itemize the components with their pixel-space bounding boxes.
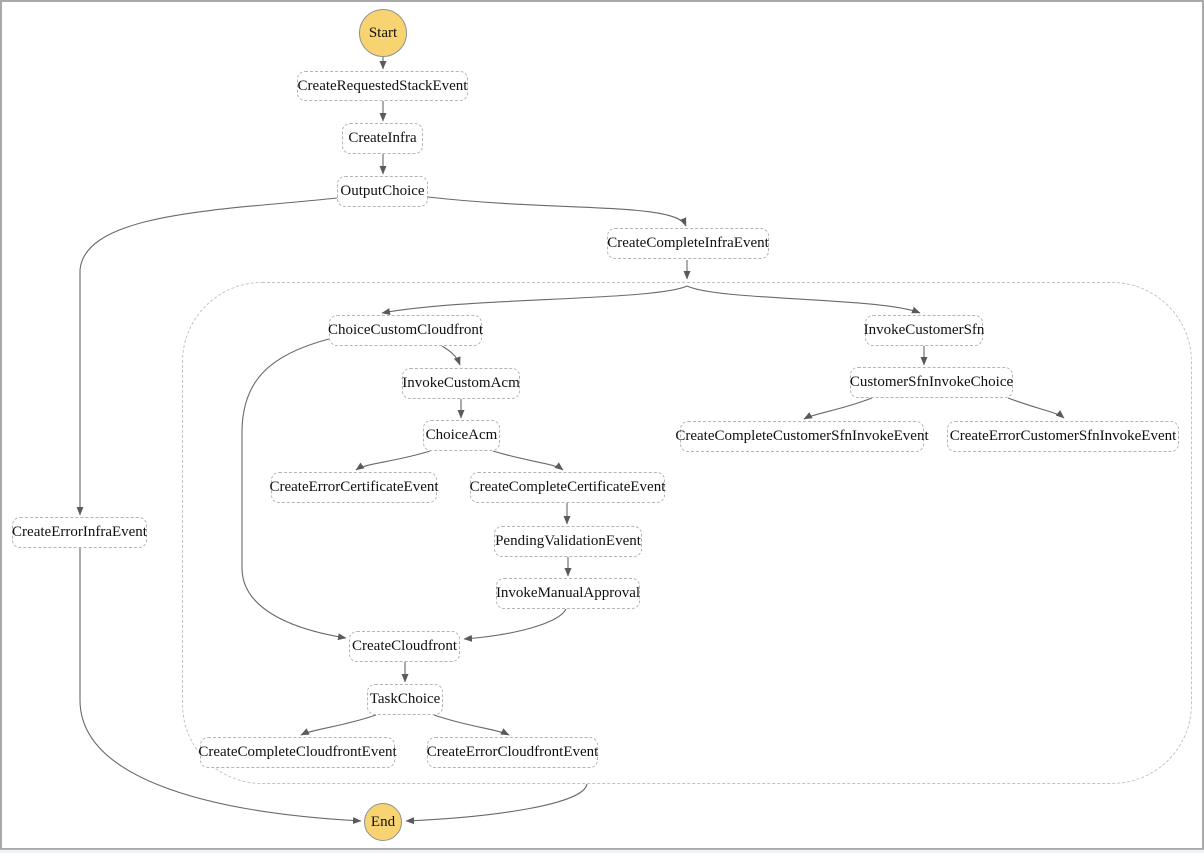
node-create-complete-infra-event: CreateCompleteInfraEvent — [607, 228, 769, 259]
node-create-cloudfront: CreateCloudfront — [349, 631, 460, 662]
edge-task-choice-to-create-complete-cloudfront-event — [300, 714, 377, 736]
node-label: ChoiceCustomCloudfront — [328, 322, 483, 338]
node-label: CreateCompleteInfraEvent — [607, 235, 769, 251]
node-label: OutputChoice — [340, 183, 425, 199]
node-output-choice: OutputChoice — [337, 176, 428, 207]
edge-create-error-infra-event-to-end — [79, 548, 362, 825]
edge-invoke-manual-approval-to-create-cloudfront — [463, 608, 567, 642]
node-label: CreateErrorCertificateEvent — [269, 479, 439, 495]
node-label: PendingValidationEvent — [495, 533, 641, 549]
node-label: CreateRequestedStackEvent — [297, 77, 468, 94]
parallel-branches-container — [182, 282, 1192, 784]
node-invoke-customer-sfn: InvokeCustomerSfn — [863, 315, 985, 346]
edge-container-to-choice-custom-cloudfront — [381, 285, 688, 316]
node-label: ChoiceAcm — [425, 427, 498, 443]
node-label: CreateCompleteCertificateEvent — [469, 479, 666, 495]
node-label: CreateErrorCustomerSfnInvokeEvent — [949, 428, 1177, 444]
node-create-complete-customer-sfn-invoke-event: CreateCompleteCustomerSfnInvokeEvent — [675, 421, 929, 452]
node-label: InvokeCustomerSfn — [863, 322, 985, 338]
node-label: TaskChoice — [369, 691, 441, 707]
edge-container-to-end — [405, 783, 588, 825]
edge-output-choice-to-create-complete-infra-event — [427, 196, 687, 227]
node-end: End — [364, 803, 402, 841]
node-create-requested-stack-event: CreateRequestedStackEvent — [297, 71, 468, 101]
node-label: CreateCloudfront — [352, 638, 457, 654]
node-create-error-certificate-event: CreateErrorCertificateEvent — [269, 472, 439, 503]
node-label: CreateInfra — [348, 130, 417, 146]
node-customer-sfn-invoke-choice: CustomerSfnInvokeChoice — [850, 367, 1013, 398]
node-start: Start — [359, 9, 407, 57]
node-end-label: End — [370, 813, 396, 830]
edge-choice-custom-cloudfront-to-create-cloudfront — [241, 338, 347, 641]
node-choice-acm: ChoiceAcm — [423, 420, 500, 451]
node-create-complete-cloudfront-event: CreateCompleteCloudfrontEvent — [198, 737, 397, 768]
edge-customer-sfn-invoke-choice-to-create-complete-event — [803, 397, 873, 420]
edge-task-choice-to-create-error-cloudfront-event — [433, 714, 510, 736]
edge-customer-sfn-invoke-choice-to-create-error-event — [1007, 397, 1065, 419]
node-pending-validation-event: PendingValidationEvent — [494, 526, 642, 557]
bottom-edge-strip — [0, 849, 1204, 853]
node-label: CreateCompleteCloudfrontEvent — [198, 744, 397, 760]
node-invoke-custom-acm: InvokeCustomAcm — [402, 368, 520, 399]
node-invoke-manual-approval: InvokeManualApproval — [496, 578, 640, 609]
edge-choice-acm-to-create-error-certificate-event — [355, 450, 431, 471]
node-label: InvokeCustomAcm — [402, 375, 520, 391]
edge-choice-acm-to-create-complete-certificate-event — [492, 450, 564, 471]
edge-choice-custom-cloudfront-to-invoke-custom-acm — [441, 345, 461, 366]
node-label: CreateErrorCloudfrontEvent — [426, 744, 599, 760]
node-label: InvokeManualApproval — [495, 585, 641, 601]
node-create-error-infra-event: CreateErrorInfraEvent — [12, 517, 147, 548]
node-create-complete-certificate-event: CreateCompleteCertificateEvent — [470, 472, 665, 503]
node-label: CreateCompleteCustomerSfnInvokeEvent — [675, 428, 929, 444]
node-create-error-cloudfront-event: CreateErrorCloudfrontEvent — [427, 737, 598, 768]
node-create-error-customer-sfn-invoke-event: CreateErrorCustomerSfnInvokeEvent — [947, 421, 1179, 452]
node-choice-custom-cloudfront: ChoiceCustomCloudfront — [328, 315, 483, 346]
node-create-infra: CreateInfra — [342, 123, 423, 154]
edge-output-choice-to-create-error-infra-event — [76, 197, 338, 516]
node-label: CustomerSfnInvokeChoice — [849, 374, 1014, 390]
node-task-choice: TaskChoice — [367, 684, 443, 715]
edge-container-to-invoke-customer-sfn — [686, 285, 921, 314]
node-label: CreateErrorInfraEvent — [12, 524, 147, 540]
node-start-label: Start — [368, 24, 398, 41]
